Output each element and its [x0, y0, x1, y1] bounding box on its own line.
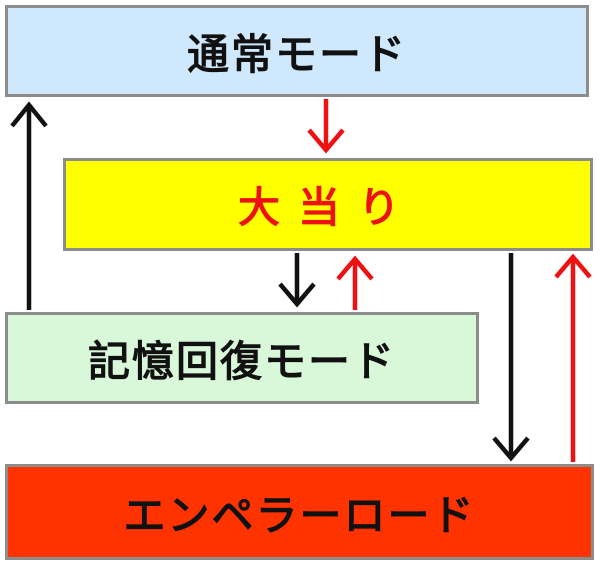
arrow-memory-to-jackpot [336, 255, 374, 310]
arrow-memory-to-normal [10, 101, 48, 310]
arrow-jackpot-to-emperor [492, 253, 530, 462]
arrow-normal-to-jackpot [307, 99, 345, 154]
normal-mode-node: 通常モード [5, 5, 589, 97]
normal-mode-label: 通常モード [186, 29, 407, 79]
jackpot-node: 大当り [63, 158, 593, 251]
emperor-road-node: エンペラーロード [5, 464, 594, 560]
jackpot-label: 大当り [237, 183, 418, 232]
memory-recovery-mode-label: 記憶回復モード [87, 336, 396, 386]
emperor-road-label: エンペラーロード [123, 490, 476, 540]
arrow-emperor-to-jackpot [554, 253, 592, 462]
memory-recovery-mode-node: 記憶回復モード [5, 312, 479, 404]
arrow-jackpot-to-memory [278, 253, 316, 308]
